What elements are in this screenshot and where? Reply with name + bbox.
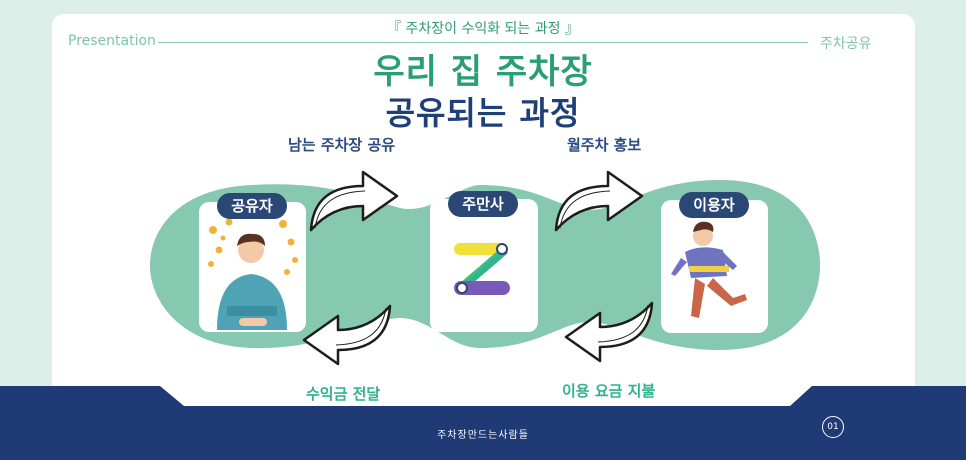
header-divider-left <box>158 42 808 43</box>
user-person-illustration <box>671 221 747 318</box>
arrow-right-top-left-icon <box>309 170 399 232</box>
user-card <box>661 200 768 333</box>
header-left-label: Presentation <box>68 33 156 49</box>
label-monthly-promo: 월주차 홍보 <box>567 136 642 154</box>
zumansa-card <box>430 199 538 332</box>
footer-text: 주차장만드는사람들 <box>437 430 529 441</box>
header-right-label: 주차공유 <box>820 36 872 52</box>
sharer-pill: 공유자 <box>217 193 287 219</box>
top-title: 『 주차장이 수익화 되는 과정 』 <box>387 21 579 37</box>
main-title-line2: 공유되는 과정 <box>385 94 581 132</box>
arrow-left-bottom-right-icon <box>564 301 654 363</box>
sharer-card <box>199 202 306 332</box>
page-number: 01 <box>822 416 844 438</box>
label-share-parking: 남는 주차장 공유 <box>288 136 396 154</box>
label-fee-payment: 이용 요금 지불 <box>562 382 656 400</box>
main-title-line1: 우리 집 주차장 <box>373 52 593 92</box>
footer-bar <box>0 386 966 460</box>
zumansa-pill: 주만사 <box>448 191 518 217</box>
sharer-person-illustration <box>208 209 298 330</box>
label-revenue-transfer: 수익금 전달 <box>306 385 381 403</box>
user-pill: 이용자 <box>679 192 749 218</box>
arrow-left-bottom-left-icon <box>302 304 392 366</box>
arrow-right-top-right-icon <box>554 170 644 232</box>
zumansa-logo-icon <box>454 243 510 295</box>
